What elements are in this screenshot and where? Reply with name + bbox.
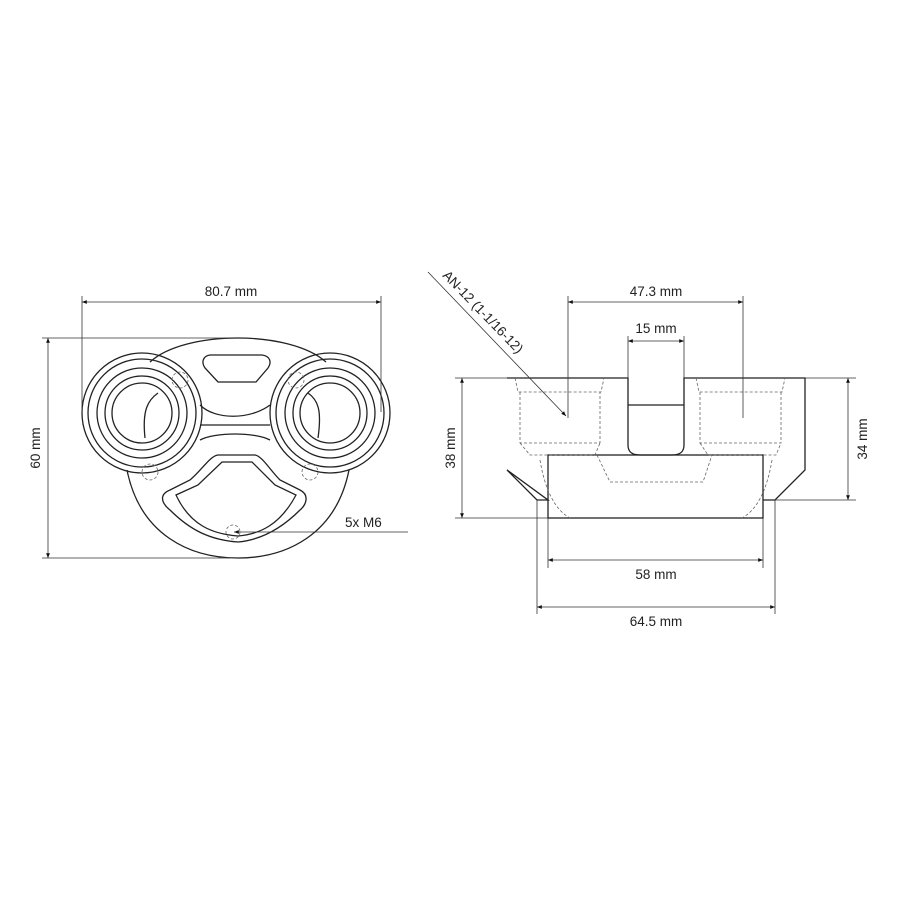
side-view: 38 mm 34 mm 47.3 mm 15 mm 58 mm 64.5 mm … bbox=[427, 268, 870, 629]
bottom-cavity bbox=[161, 454, 307, 543]
base-width-label: 58 mm bbox=[635, 567, 676, 582]
top-slot bbox=[202, 354, 271, 383]
flange-width-label: 64.5 mm bbox=[630, 614, 683, 629]
front-view: 80.7 mm 60 mm 5x M6 bbox=[28, 284, 408, 559]
slot-label: 15 mm bbox=[635, 321, 676, 336]
port-label: AN-12 (1-1/16-12) bbox=[440, 268, 526, 357]
front-body-outline bbox=[126, 337, 350, 559]
left-port bbox=[81, 352, 203, 474]
total-height-label: 38 mm bbox=[443, 427, 458, 468]
body-height-label: 34 mm bbox=[855, 418, 870, 459]
width-dimension-label: 80.7 mm bbox=[205, 284, 258, 299]
thread-label: 5x M6 bbox=[345, 515, 382, 530]
right-port bbox=[269, 352, 391, 474]
port-spacing-label: 47.3 mm bbox=[630, 284, 683, 299]
port-leader bbox=[427, 271, 567, 417]
height-dimension-label: 60 mm bbox=[28, 427, 43, 468]
base bbox=[547, 454, 764, 519]
